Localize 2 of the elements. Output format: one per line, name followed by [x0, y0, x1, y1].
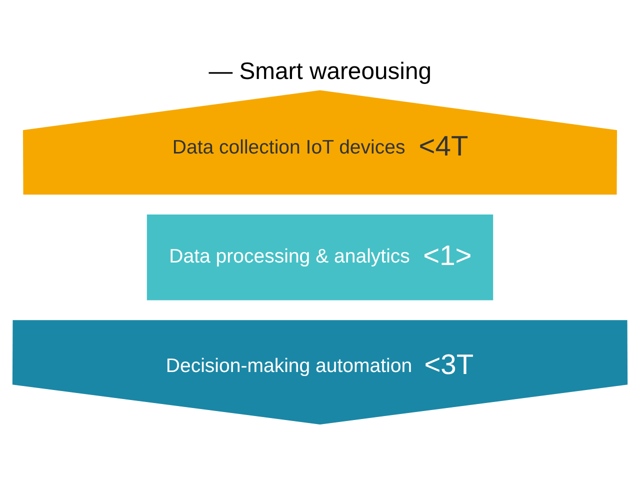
node-box: Data processing & analytics <1> [146, 214, 494, 300]
diagram-title: — Smart wareousing [208, 58, 432, 85]
